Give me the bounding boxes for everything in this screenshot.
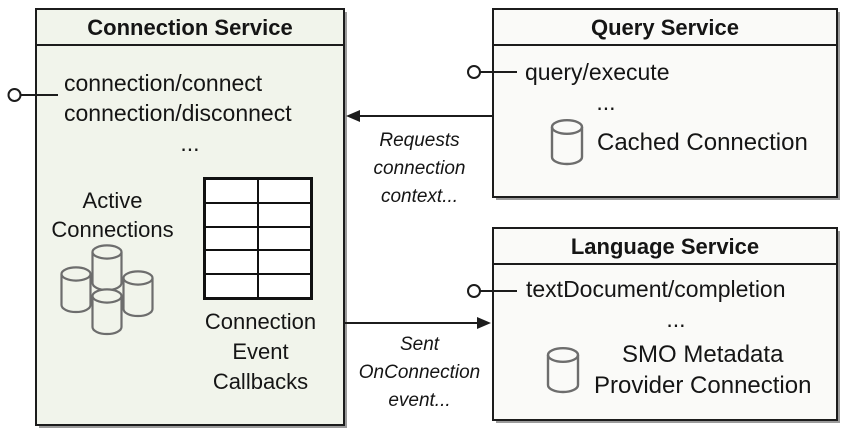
query-service-box: Query Service query/execute ... Cached C… [492, 8, 838, 198]
requests-connection-context-label: Requests connection context... [373, 130, 466, 207]
table-cell [258, 226, 311, 251]
query-service-methods: query/execute ... [525, 57, 687, 117]
table-cell [258, 202, 311, 227]
table-cell [205, 250, 258, 275]
method-connection-disconnect: connection/disconnect [64, 100, 292, 126]
method-query-execute: query/execute [525, 59, 670, 85]
sent-onconnection-event-label: Sent OnConnection event... [358, 334, 481, 411]
table-cell [205, 202, 258, 227]
table-cell [205, 179, 258, 203]
language-service-title: Language Service [494, 229, 836, 265]
smo-metadata-provider-row: SMO Metadata Provider Connection [546, 339, 811, 401]
database-cylinder-icon [550, 118, 584, 166]
language-service-methods: textDocument/completion ... [526, 274, 826, 334]
connection-service-methods: connection/connect connection/disconnect… [64, 68, 316, 158]
method-connection-connect: connection/connect [64, 70, 263, 96]
table-cell [205, 226, 258, 251]
method-textdocument-completion: textDocument/completion [526, 276, 786, 302]
cached-connection-label: Cached Connection [597, 128, 808, 156]
connection-callback-table [203, 177, 313, 300]
ellipsis-more-methods: ... [180, 130, 200, 156]
table-cell [258, 250, 311, 275]
table-cell [258, 274, 311, 298]
smo-metadata-provider-label: SMO Metadata Provider Connection [594, 341, 812, 399]
active-connections-label: Active Connections [51, 188, 174, 242]
ellipsis-more-methods: ... [666, 306, 686, 332]
connection-service-box: Connection Service connection/connect co… [35, 8, 345, 426]
language-service-box: Language Service textDocument/completion… [492, 227, 838, 421]
arrow-sent-onconnection-event [345, 317, 491, 329]
arrow-requests-connection-context [346, 110, 492, 122]
database-cylinder-icon [546, 346, 580, 394]
table-cell [205, 274, 258, 298]
connection-service-title: Connection Service [37, 10, 343, 46]
ellipsis-more-methods: ... [596, 89, 616, 115]
database-cylinders-cluster-icon [60, 244, 154, 336]
connection-event-callbacks-label: Connection Event Callbacks [204, 309, 317, 394]
cached-connection-row: Cached Connection [550, 118, 808, 166]
query-service-title: Query Service [494, 10, 836, 46]
table-cell [258, 179, 311, 203]
